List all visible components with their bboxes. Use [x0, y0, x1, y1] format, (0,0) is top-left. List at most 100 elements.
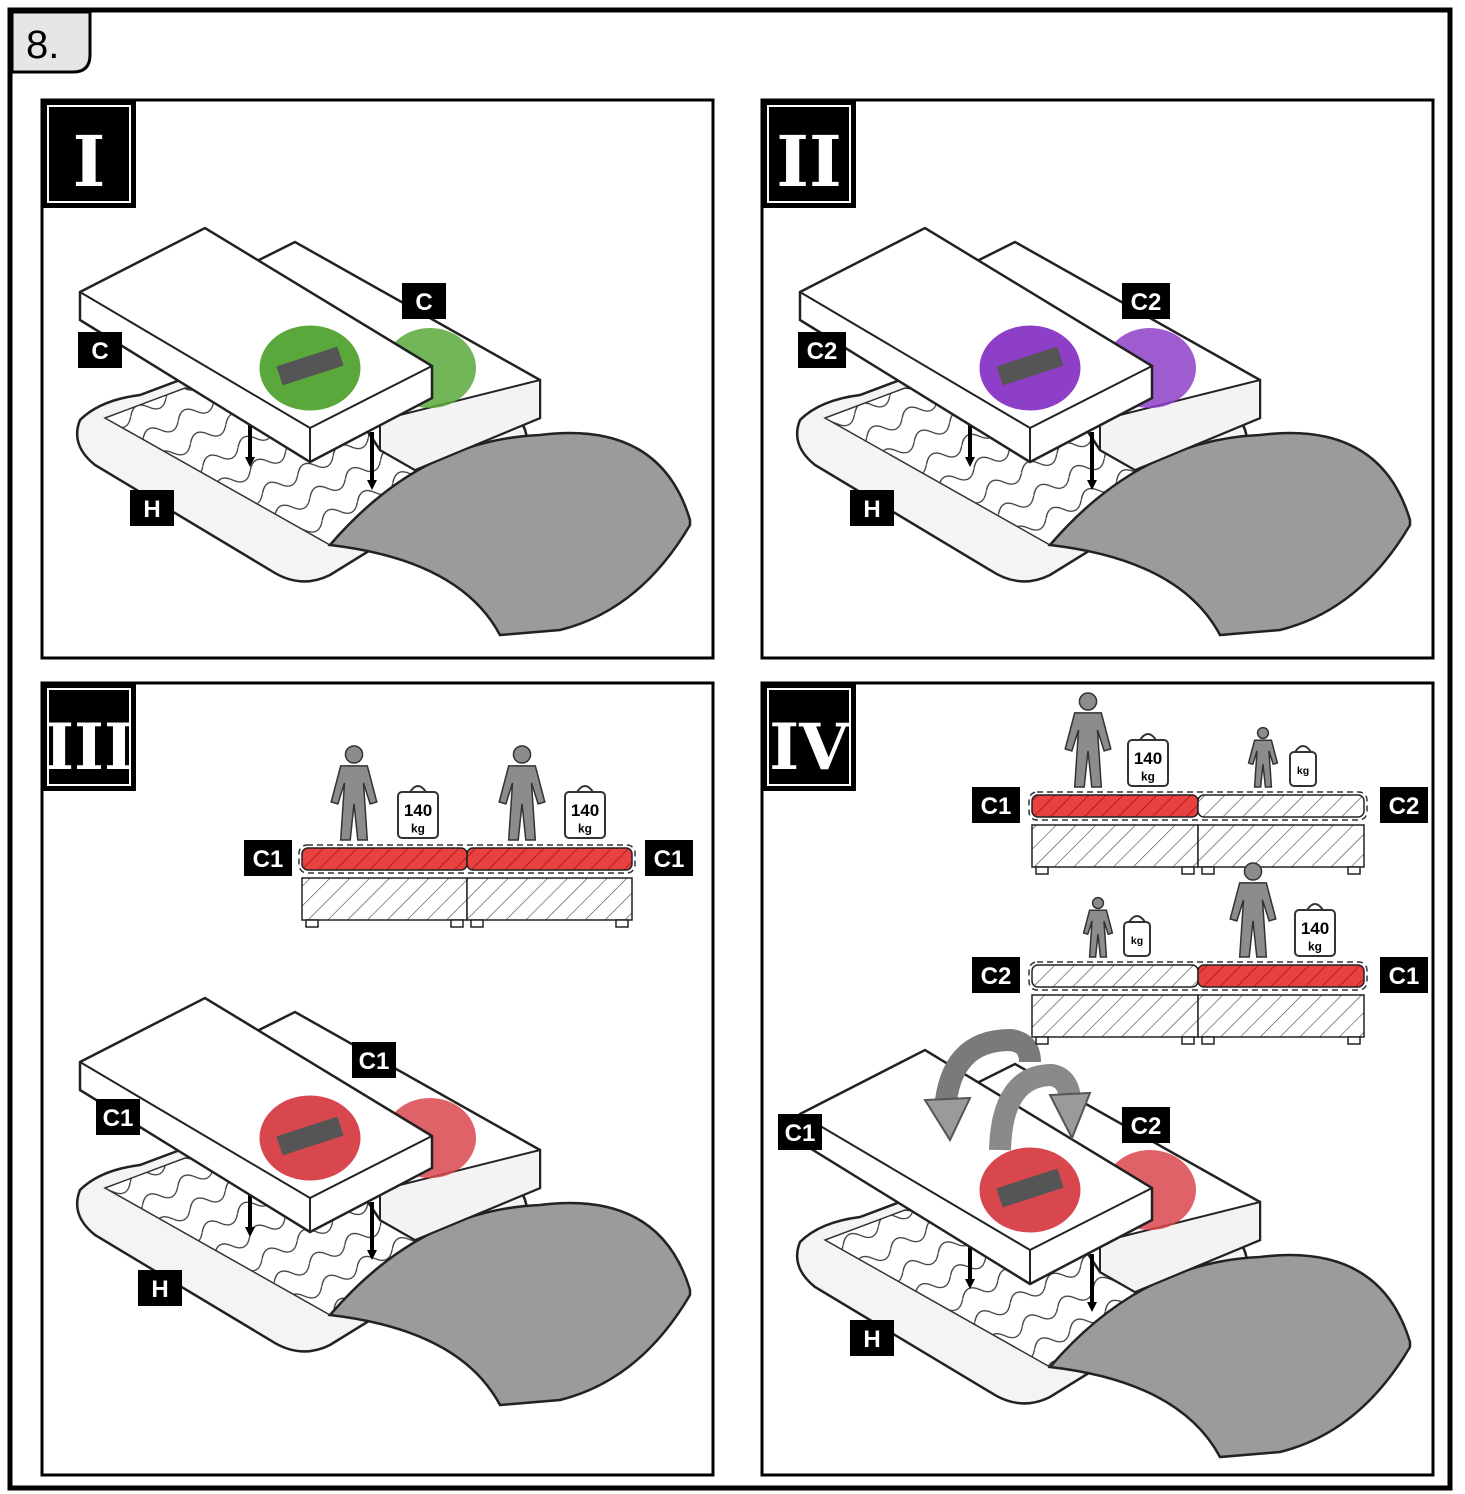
weight-icon [1123, 921, 1151, 957]
boxspring-left [1031, 994, 1199, 1038]
label-front-3: C1 [103, 1105, 134, 1132]
person-body [1082, 909, 1114, 958]
boxspring-left [301, 877, 468, 921]
weight-icon [1289, 751, 1317, 787]
label-front-2: C2 [807, 338, 838, 365]
bed-foot [1181, 1036, 1195, 1045]
boxspring-left [1031, 824, 1199, 868]
row-labels-panel-4: C1 C2 C2 C1 [972, 787, 1428, 993]
label-front-1: C [91, 338, 108, 365]
weight-value: 140 [404, 801, 432, 820]
label-back-3: C1 [359, 1048, 390, 1075]
label-group-panel-3: C1 C1 H [96, 1042, 396, 1306]
panel-numeral-tag-4: IV [762, 683, 856, 791]
panel-numeral-3: III [44, 710, 134, 785]
weight-handle [409, 785, 427, 793]
mattress-right [1197, 794, 1365, 818]
step-number: 8. [26, 23, 59, 67]
weight-unit: kg [578, 821, 592, 835]
label-base-1: H [143, 496, 160, 523]
mattress-right [466, 847, 633, 871]
label-group-panel-1: C C H [78, 283, 446, 526]
person-icon [1078, 692, 1098, 711]
weight-icon [1294, 909, 1336, 957]
weight-icon [397, 791, 439, 839]
bed-foot [1201, 866, 1215, 875]
person-icon [1091, 896, 1105, 910]
mattress-back-side [379, 1148, 541, 1242]
weight-unit: kg [1308, 939, 1322, 953]
label-back-2: C2 [1131, 289, 1162, 316]
mattress-outline [1028, 791, 1368, 821]
mattress-outline [1028, 961, 1368, 991]
person-icon [512, 745, 532, 764]
mattress-back-side [1099, 378, 1261, 472]
mattress-left [1031, 964, 1199, 988]
boxspring-right [1197, 994, 1365, 1038]
mattress-outline [298, 844, 636, 874]
label-back-1: C [415, 289, 432, 316]
badge-scale-graphic [996, 346, 1064, 386]
bed-foot [1347, 866, 1361, 875]
row-labels-panel-3: C1 C1 [244, 840, 693, 876]
person-body [330, 765, 378, 841]
mattress-front [78, 996, 434, 1234]
bed-illustration-3 [75, 996, 692, 1407]
person-icon [344, 745, 364, 764]
panel-numeral-tag-1: I [42, 100, 136, 208]
mattress-left [301, 847, 468, 871]
bed-foot [450, 919, 464, 928]
step-number-tab [10, 10, 92, 74]
weight-handle [576, 785, 594, 793]
bed-illustration-4 [795, 1048, 1412, 1459]
weight-handle [1128, 915, 1146, 923]
row4bot-left-label: C2 [981, 963, 1012, 990]
badge-scale-graphic [996, 1168, 1064, 1208]
mattress-back-side [1099, 1200, 1261, 1294]
person-body [1229, 882, 1277, 958]
bed-foot [1035, 866, 1049, 875]
person-icon [1256, 726, 1270, 740]
badge-scale-graphic [276, 1116, 344, 1156]
weight-unit: kg [1131, 935, 1143, 947]
panel-numeral-tag-2: II [762, 100, 856, 208]
bed-foot [470, 919, 484, 928]
person-icon [1243, 862, 1263, 881]
bed-foot [1181, 866, 1195, 875]
weight-icon [1127, 739, 1169, 787]
mattress-back-side [379, 378, 541, 472]
weight-icon [564, 791, 606, 839]
row4top-right-label: C2 [1389, 793, 1420, 820]
mattress-right [1197, 964, 1365, 988]
mattress-front [78, 226, 434, 464]
weight-handle [1306, 903, 1324, 911]
mattress-front [798, 226, 1154, 464]
swap-rotate-arrows [923, 1028, 1092, 1151]
bed-foot [1201, 1036, 1215, 1045]
label-base-3: H [151, 1276, 168, 1303]
mattress-left [1031, 794, 1199, 818]
label-back-4: C2 [1131, 1113, 1162, 1140]
label-base-2: H [863, 496, 880, 523]
row4bot-right-label: C1 [1389, 963, 1420, 990]
label-base-4: H [863, 1326, 880, 1353]
panel-numeral-2: II [776, 120, 842, 203]
panel-numeral-4: IV [769, 710, 850, 785]
person-body [1064, 712, 1112, 788]
row3-left-label: C1 [253, 846, 284, 873]
bed-foot [305, 919, 319, 928]
weight-unit: kg [1297, 765, 1309, 777]
boxspring-right [466, 877, 633, 921]
bed-illustration-1 [75, 226, 692, 637]
boxspring-right [1197, 824, 1365, 868]
bed-illustration-2 [795, 226, 1412, 637]
weight-unit: kg [411, 821, 425, 835]
badge-scale-graphic [276, 346, 344, 386]
weight-unit: kg [1141, 769, 1155, 783]
label-group-panel-4: C2 C1 H [778, 1107, 1170, 1356]
row4top-left-label: C1 [981, 793, 1012, 820]
